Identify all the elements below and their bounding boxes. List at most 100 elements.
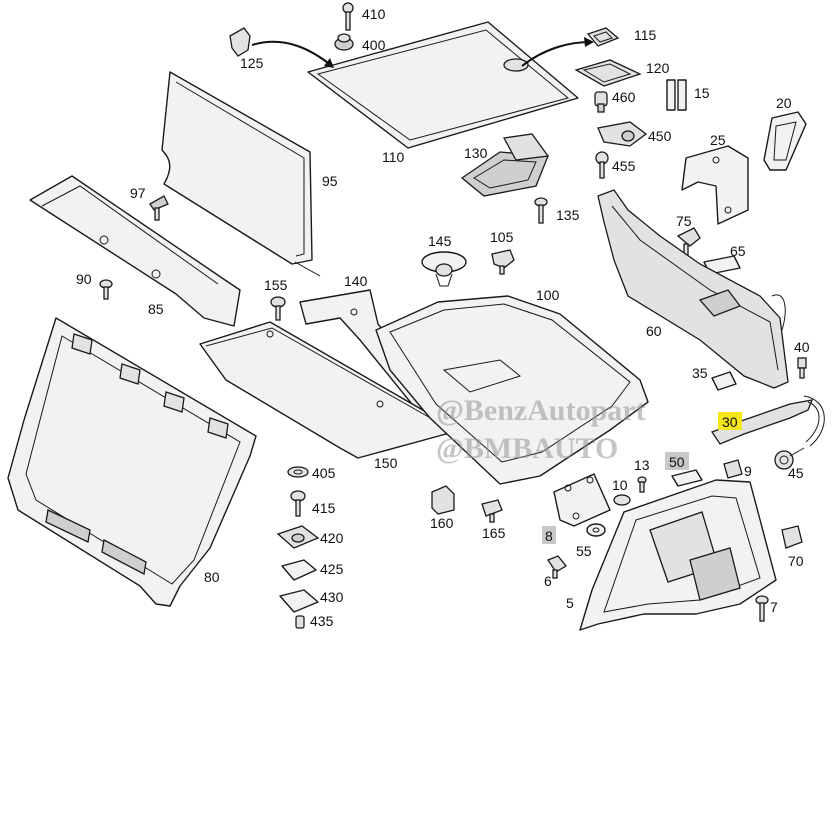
highlight-50 [665, 452, 689, 470]
callout-110: 110 [382, 149, 405, 165]
part-97-pin [149, 195, 169, 221]
callout-150: 150 [374, 455, 398, 471]
part-40-bolt [797, 357, 807, 379]
part-9-clip [723, 459, 743, 479]
callout-420: 420 [320, 530, 344, 546]
part-105-clip [491, 249, 515, 275]
callout-145: 145 [428, 233, 452, 249]
part-135-screw [534, 197, 548, 224]
part-6-clip [547, 555, 567, 579]
part-115-handle [586, 27, 620, 47]
part-160-block [431, 485, 455, 515]
callout-70: 70 [788, 553, 804, 569]
callout-115: 115 [634, 27, 657, 43]
callout-40: 40 [794, 339, 810, 355]
callout-155: 155 [264, 277, 288, 293]
part-90-screw [99, 279, 113, 300]
part-95-back-panel [161, 71, 321, 277]
part-45-grommet [774, 447, 805, 470]
part-130-tray [460, 133, 550, 197]
part-30-cable [711, 395, 825, 447]
callout-460: 460 [612, 89, 636, 105]
part-420-socket [276, 525, 320, 549]
callout-165: 165 [482, 525, 506, 541]
part-8-lid [553, 473, 611, 527]
part-15-clip [666, 79, 687, 111]
part-10-cap [613, 494, 631, 506]
part-410-screw [342, 2, 354, 31]
part-20-loop [763, 111, 807, 171]
part-5-side-trim [579, 479, 777, 631]
part-7-bolt [755, 595, 769, 622]
part-460-bumper [594, 91, 608, 113]
part-25-bracket [681, 145, 749, 225]
callout-80: 80 [204, 569, 220, 585]
callout-60: 60 [646, 323, 662, 339]
callout-75: 75 [676, 213, 692, 229]
callout-435: 435 [310, 613, 334, 629]
callout-20: 20 [776, 95, 792, 111]
part-60-side-trim [597, 189, 789, 389]
callout-35: 35 [692, 365, 708, 381]
callout-45: 45 [788, 465, 804, 481]
arrow-115 [521, 41, 591, 67]
callout-5: 5 [566, 595, 574, 611]
part-80-seat-back [7, 317, 257, 607]
callout-135: 135 [556, 207, 580, 223]
part-50-pad [671, 469, 703, 487]
part-435-pin [295, 615, 305, 629]
callout-100: 100 [536, 287, 560, 303]
callout-160: 160 [430, 515, 454, 531]
part-120-frame [574, 59, 642, 87]
part-110-floor-cover [307, 21, 579, 149]
callout-10: 10 [612, 477, 628, 493]
callout-125: 125 [240, 55, 264, 71]
callout-9: 9 [744, 463, 752, 479]
callout-85: 85 [148, 301, 164, 317]
callout-400: 400 [362, 37, 386, 53]
arrowhead-115 [584, 37, 594, 47]
part-165-clip [481, 499, 503, 523]
part-415-bolt [290, 490, 306, 517]
callout-30: 30 [722, 414, 738, 430]
part-155-bolt [270, 296, 286, 321]
callout-425: 425 [320, 561, 344, 577]
part-100-trunk-tub [375, 295, 649, 485]
callout-15: 15 [694, 85, 710, 101]
callout-25: 25 [710, 132, 726, 148]
callout-50: 50 [669, 454, 685, 470]
callout-6: 6 [544, 573, 552, 589]
callout-140: 140 [344, 273, 368, 289]
highlight-8 [542, 526, 556, 544]
callout-95: 95 [322, 173, 338, 189]
callout-120: 120 [646, 60, 670, 76]
part-150-side-panel [199, 321, 447, 459]
callout-7: 7 [770, 599, 778, 615]
callout-97: 97 [130, 185, 146, 201]
callout-8: 8 [545, 528, 553, 544]
highlight-30 [718, 412, 742, 430]
part-400-knob [334, 33, 354, 51]
callout-410: 410 [362, 6, 386, 22]
part-125-clip [229, 27, 251, 57]
part-85-side-rail [29, 175, 241, 327]
part-70-clip [781, 525, 803, 549]
part-450-latch [597, 121, 648, 147]
callout-405: 405 [312, 465, 336, 481]
callout-455: 455 [612, 158, 636, 174]
part-35-pad [711, 371, 737, 391]
callout-415: 415 [312, 500, 336, 516]
part-455-screw [595, 151, 609, 179]
callout-55: 55 [576, 543, 592, 559]
callout-13: 13 [634, 457, 650, 473]
part-425-clip [281, 559, 317, 581]
callout-130: 130 [464, 145, 488, 161]
arrow-125 [251, 40, 333, 67]
part-13-screw [637, 476, 647, 493]
part-145-cap [421, 251, 467, 287]
callout-105: 105 [490, 229, 514, 245]
part-430-clip [279, 589, 319, 613]
part-405-washer [287, 466, 309, 478]
arrowhead-125 [324, 58, 334, 68]
